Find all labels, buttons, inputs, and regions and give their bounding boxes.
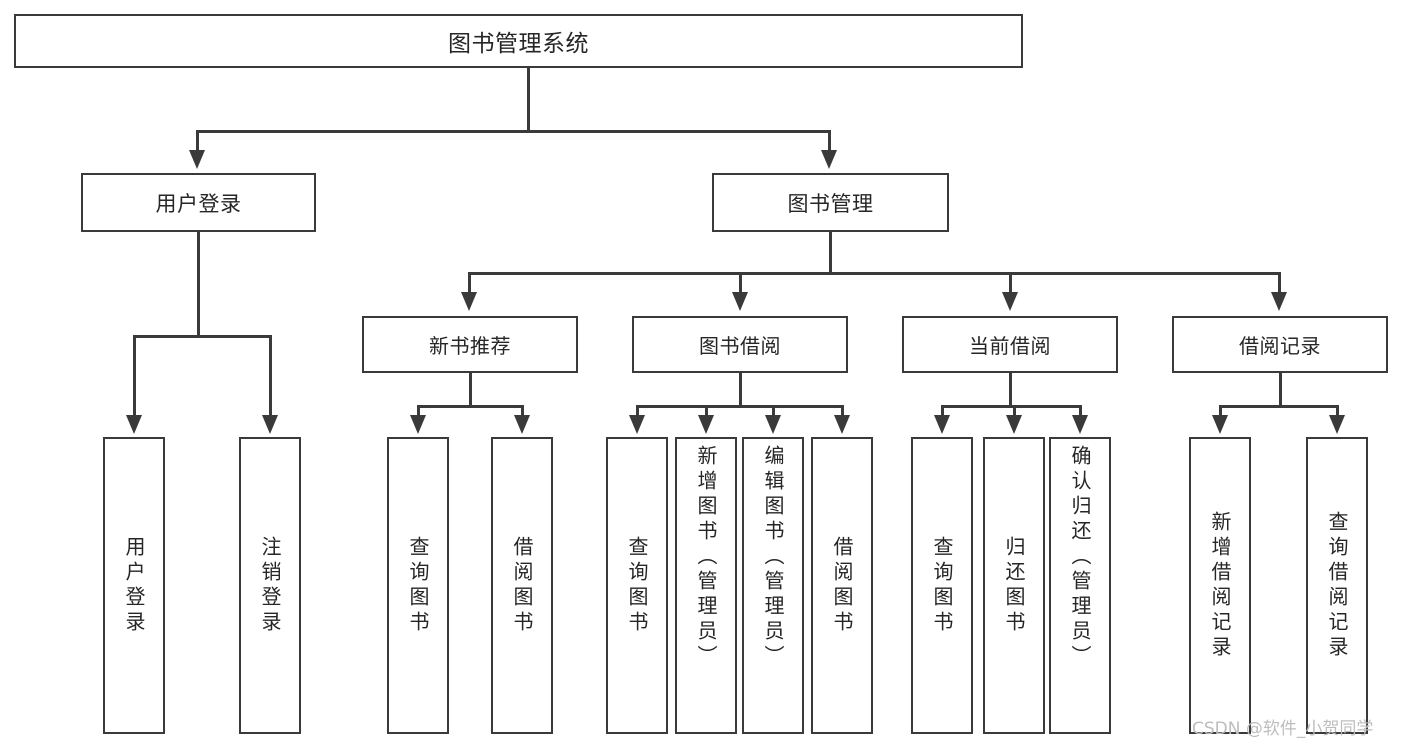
node-book-borrow[interactable]: 图书借阅: [632, 316, 848, 373]
connector-current-borrow-c3: [1079, 405, 1082, 417]
arrowhead-leaf-user-login: [126, 415, 142, 434]
arrowhead-leaf-edit-book: [765, 415, 781, 434]
leaf-label: 查询图书: [625, 535, 649, 636]
csdn-watermark: CSDN @软件_小贺同学: [1192, 719, 1374, 739]
leaf-label: 新增图书（管理员）: [694, 445, 718, 670]
arrowhead-leaf-borrow-book-2: [834, 415, 850, 434]
connector-to-new-book: [468, 272, 471, 294]
leaf-borrow-book-new[interactable]: 借阅图书: [491, 437, 553, 734]
leaf-edit-book-admin[interactable]: 编辑图书（管理员）: [742, 437, 804, 734]
connector-book-borrow-c1: [636, 405, 639, 417]
connector-book-borrow-c4: [841, 405, 844, 417]
node-label: 图书借阅: [699, 334, 781, 358]
leaf-query-borrow-record[interactable]: 查询借阅记录: [1306, 437, 1368, 734]
leaf-query-book-new[interactable]: 查询图书: [387, 437, 449, 734]
connector-borrow-record-bus: [1219, 405, 1338, 408]
leaf-label: 归还图书: [1002, 535, 1026, 636]
connector-to-current-borrow: [1009, 272, 1012, 294]
node-label: 新书推荐: [429, 334, 511, 358]
arrowhead-leaf-add-record: [1212, 415, 1228, 434]
node-label: 图书管理: [787, 191, 874, 216]
connector-current-borrow-bus: [941, 405, 1081, 408]
leaf-confirm-return-admin[interactable]: 确认归还（管理员）: [1049, 437, 1111, 734]
leaf-logout[interactable]: 注销登录: [239, 437, 301, 734]
leaf-add-book-admin[interactable]: 新增图书（管理员）: [675, 437, 737, 734]
connector-user-login-stem: [197, 232, 200, 337]
connector-borrow-record-right: [1336, 405, 1339, 417]
arrowhead-leaf-confirm-return: [1072, 415, 1088, 434]
connector-current-borrow-c2: [1013, 405, 1016, 417]
connector-new-book-left: [417, 405, 420, 417]
arrowhead-leaf-return-book: [1006, 415, 1022, 434]
leaf-query-book-current[interactable]: 查询图书: [911, 437, 973, 734]
connector-user-login-right: [269, 335, 272, 417]
connector-user-login-left: [133, 335, 136, 417]
leaf-return-book[interactable]: 归还图书: [983, 437, 1045, 734]
leaf-query-book-borrow[interactable]: 查询图书: [606, 437, 668, 734]
node-label: 用户登录: [155, 191, 242, 216]
node-new-book-recommend[interactable]: 新书推荐: [362, 316, 578, 373]
leaf-label: 借阅图书: [510, 535, 534, 636]
leaf-label: 注销登录: [258, 535, 282, 636]
leaf-label: 编辑图书（管理员）: [761, 445, 785, 670]
leaf-label: 查询借阅记录: [1325, 510, 1349, 661]
connector-book-borrow-bus: [636, 405, 843, 408]
connector-new-book-stem: [469, 373, 472, 407]
node-label: 借阅记录: [1239, 334, 1321, 358]
connector-book-borrow-c3: [772, 405, 775, 417]
leaf-label: 确认归还（管理员）: [1068, 445, 1092, 670]
arrowhead-book-mgmt: [821, 150, 837, 169]
node-label: 图书管理系统: [448, 31, 589, 57]
node-root-system[interactable]: 图书管理系统: [14, 14, 1023, 68]
arrowhead-leaf-query-record: [1329, 415, 1345, 434]
connector-borrow-record-stem: [1279, 373, 1282, 407]
arrowhead-current-borrow: [1002, 292, 1018, 311]
arrowhead-leaf-add-book: [698, 415, 714, 434]
connector-current-borrow-c1: [941, 405, 944, 417]
connector-root-to-book-mgmt: [828, 130, 831, 152]
leaf-add-borrow-record[interactable]: 新增借阅记录: [1189, 437, 1251, 734]
arrowhead-new-book: [461, 292, 477, 311]
leaf-label: 借阅图书: [830, 535, 854, 636]
connector-root-bus: [196, 130, 830, 133]
leaf-label: 查询图书: [406, 535, 430, 636]
node-book-management[interactable]: 图书管理: [712, 173, 949, 232]
node-current-borrow[interactable]: 当前借阅: [902, 316, 1118, 373]
node-borrow-record[interactable]: 借阅记录: [1172, 316, 1388, 373]
arrowhead-book-borrow: [732, 292, 748, 311]
connector-root-stem: [527, 68, 530, 132]
arrowhead-leaf-query-book-1: [410, 415, 426, 434]
connector-root-to-user-login: [196, 130, 199, 152]
connector-book-borrow-c2: [705, 405, 708, 417]
connector-new-book-right: [521, 405, 524, 417]
arrowhead-leaf-query-book-2: [629, 415, 645, 434]
arrowhead-leaf-borrow-book-1: [514, 415, 530, 434]
leaf-label: 新增借阅记录: [1208, 510, 1232, 661]
node-label: 当前借阅: [969, 334, 1051, 358]
connector-borrow-record-left: [1219, 405, 1222, 417]
connector-user-login-bus: [133, 335, 271, 338]
connector-to-book-borrow: [739, 272, 742, 294]
leaf-user-login[interactable]: 用户登录: [103, 437, 165, 734]
node-user-login[interactable]: 用户登录: [81, 173, 316, 232]
leaf-borrow-book[interactable]: 借阅图书: [811, 437, 873, 734]
connector-book-mgmt-stem: [829, 232, 832, 274]
leaf-label: 用户登录: [122, 535, 146, 636]
arrowhead-leaf-logout: [262, 415, 278, 434]
arrowhead-leaf-query-book-3: [934, 415, 950, 434]
connector-book-mgmt-bus: [468, 272, 1280, 275]
connector-current-borrow-stem: [1009, 373, 1012, 407]
arrowhead-user-login: [189, 150, 205, 169]
connector-book-borrow-stem: [739, 373, 742, 407]
connector-to-borrow-record: [1278, 272, 1281, 294]
arrowhead-borrow-record: [1271, 292, 1287, 311]
connector-new-book-bus: [417, 405, 523, 408]
leaf-label: 查询图书: [930, 535, 954, 636]
